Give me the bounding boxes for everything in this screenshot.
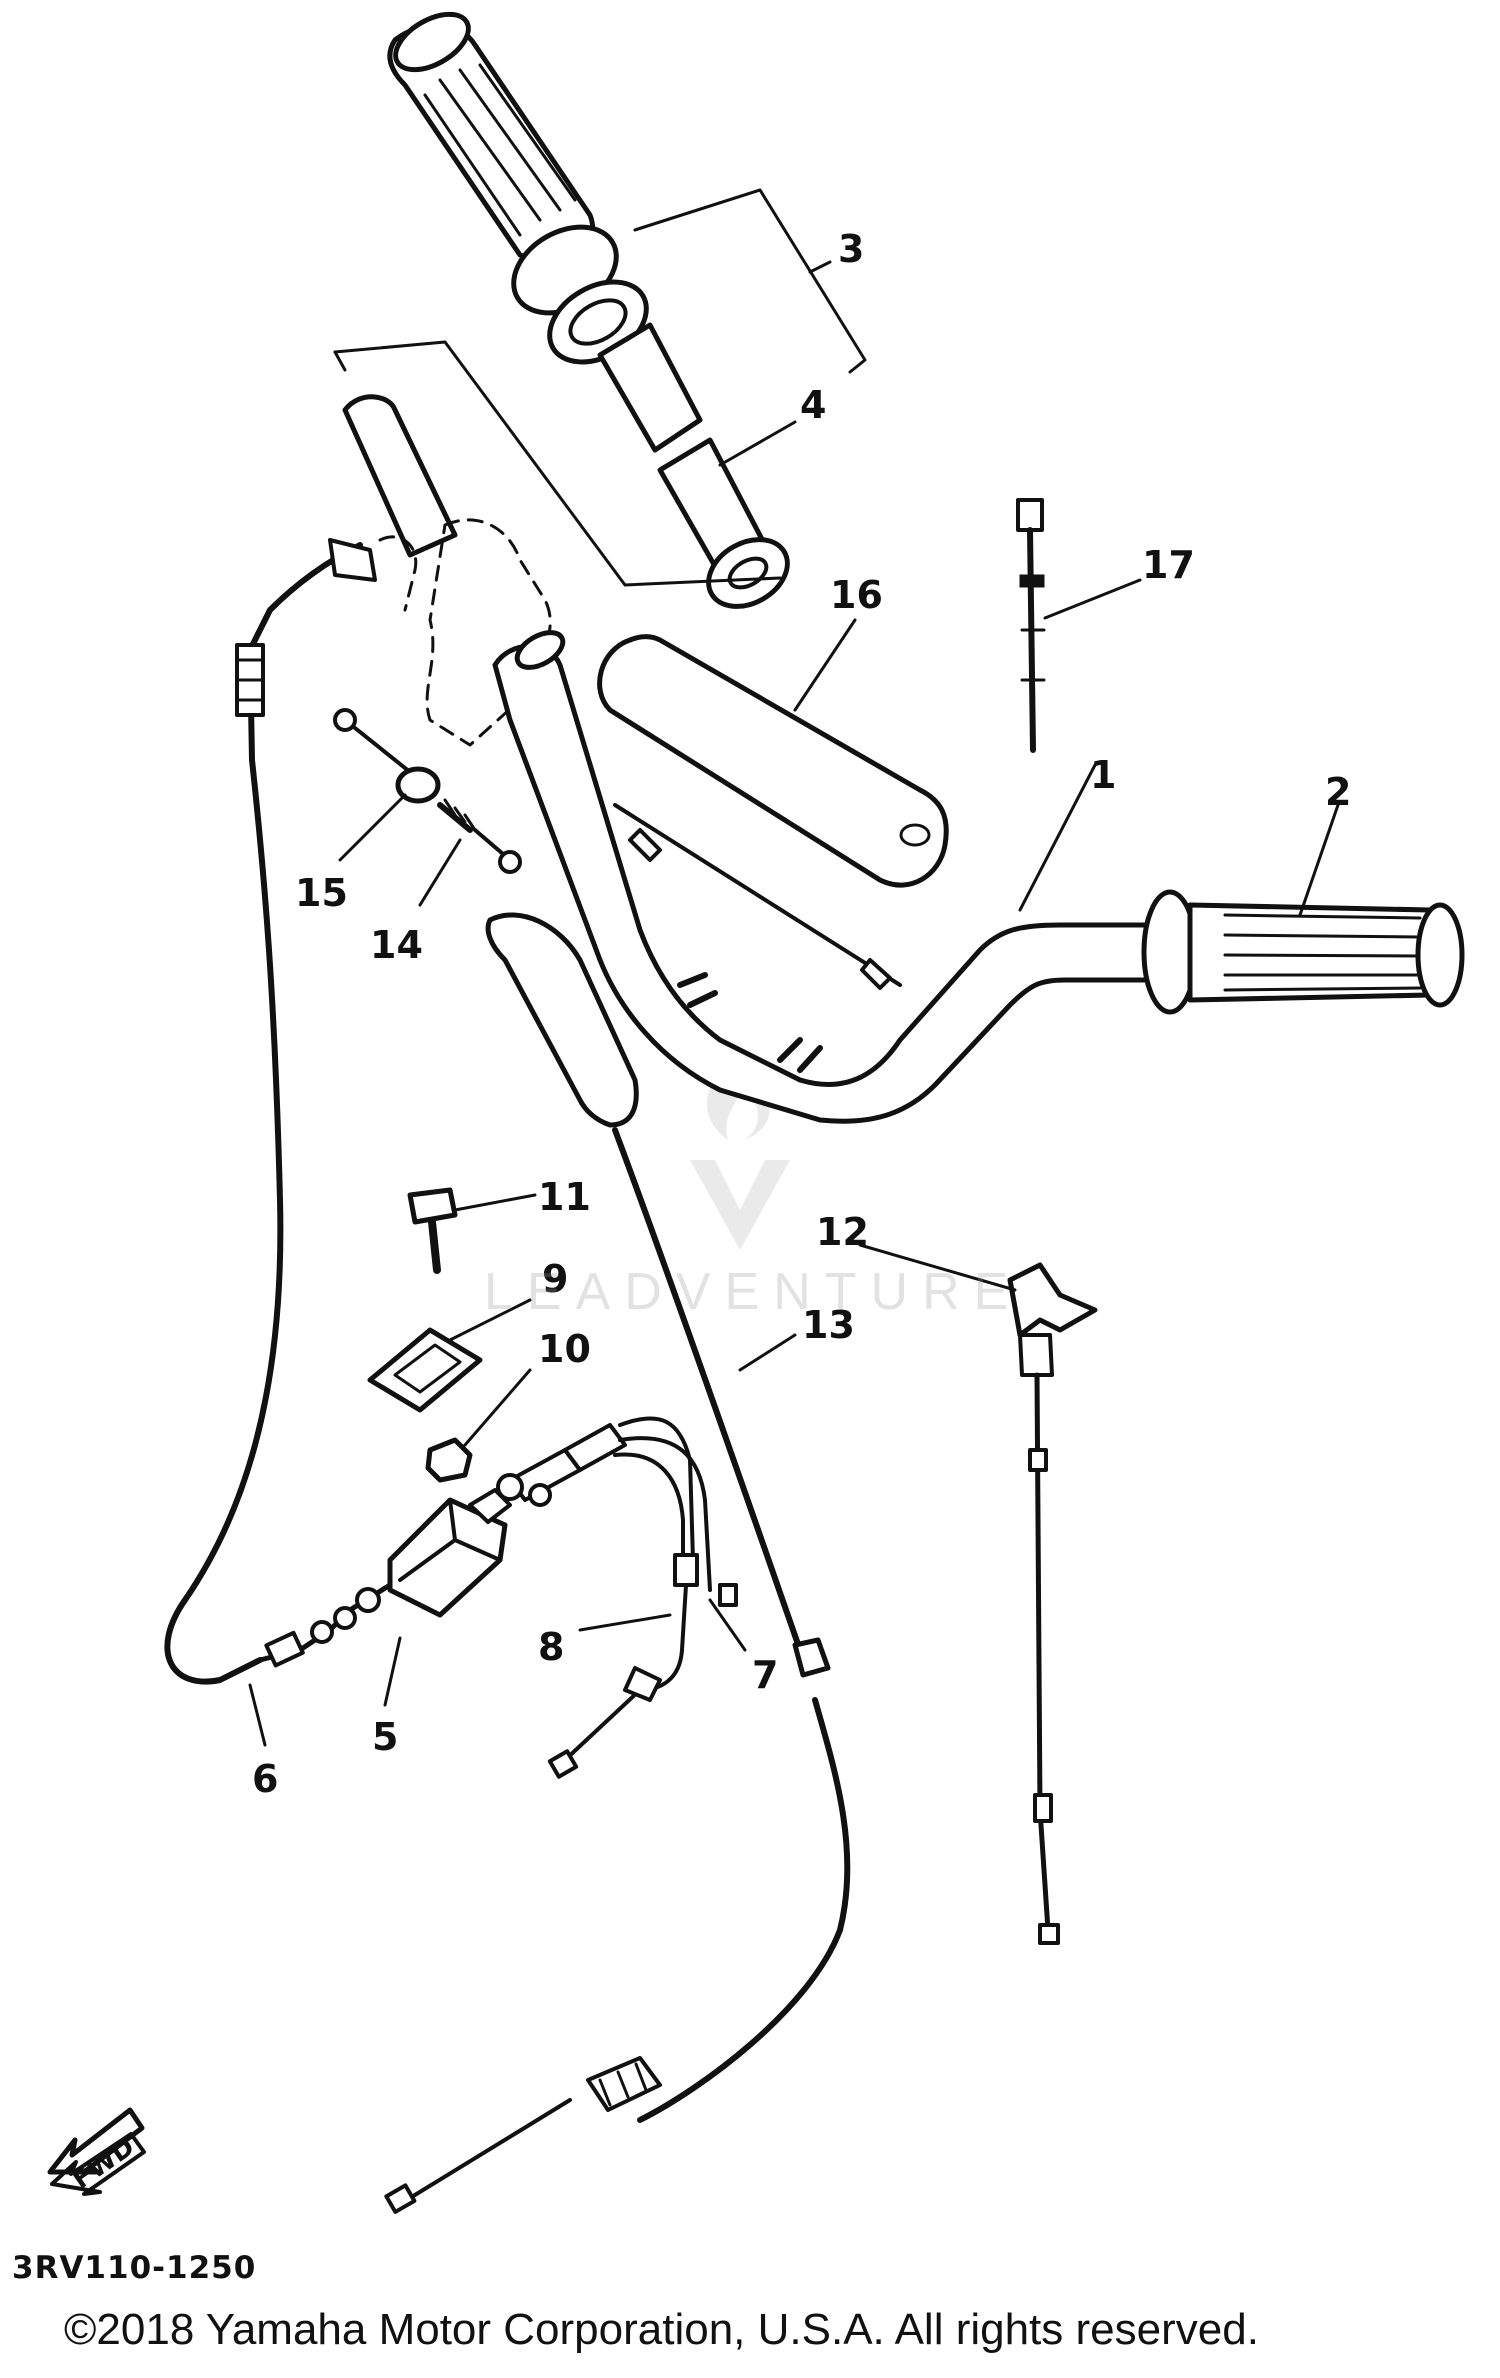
leader-lines bbox=[248, 188, 1340, 1747]
copyright-text: ©2018 Yamaha Motor Corporation, U.S.A. A… bbox=[64, 2305, 1259, 2354]
part-switch bbox=[257, 1488, 512, 1668]
callout-11: 11 bbox=[538, 1175, 591, 1219]
callout-8: 8 bbox=[538, 1625, 564, 1669]
reference-code: 3RV110-1250 bbox=[12, 2250, 257, 2286]
part-throttle-cable bbox=[384, 912, 851, 2214]
callout-1: 1 bbox=[1090, 753, 1116, 797]
callout-13: 13 bbox=[802, 1303, 855, 1347]
part-clutch-cable bbox=[1007, 1262, 1098, 1945]
part-cable-small bbox=[1016, 498, 1046, 753]
callout-14: 14 bbox=[370, 923, 423, 967]
callout-3: 3 bbox=[838, 227, 864, 271]
callouts: 3 4 16 17 1 2 15 14 11 12 9 13 10 8 7 5 … bbox=[252, 227, 1351, 1801]
callout-10: 10 bbox=[538, 1327, 591, 1371]
callout-9: 9 bbox=[542, 1257, 568, 1301]
callout-7: 7 bbox=[752, 1653, 778, 1697]
part-choke-cable bbox=[164, 538, 377, 1685]
part-bolt bbox=[407, 1187, 458, 1274]
callout-12: 12 bbox=[816, 1210, 869, 1254]
callout-5: 5 bbox=[372, 1715, 398, 1759]
part-handlebar-pad bbox=[597, 634, 949, 990]
callout-4: 4 bbox=[800, 383, 826, 427]
part-handlebar bbox=[492, 630, 1153, 1124]
part-throttle-grip bbox=[387, 11, 649, 365]
part-cable-end bbox=[333, 708, 522, 874]
part-throttle-tube bbox=[597, 322, 790, 609]
watermark-text: LEADVENTURE bbox=[484, 1263, 1023, 1321]
part-left-grip bbox=[1141, 889, 1465, 1015]
callout-2: 2 bbox=[1325, 770, 1351, 814]
part-clamp bbox=[367, 1327, 483, 1413]
part-nut bbox=[425, 1437, 473, 1483]
fwd-arrow-icon: FWD bbox=[47, 2107, 146, 2196]
part-wire-harness bbox=[496, 1416, 738, 1779]
callout-6: 6 bbox=[252, 1757, 278, 1801]
callout-16: 16 bbox=[830, 573, 883, 617]
callout-17: 17 bbox=[1142, 543, 1195, 587]
callout-15: 15 bbox=[295, 871, 348, 915]
